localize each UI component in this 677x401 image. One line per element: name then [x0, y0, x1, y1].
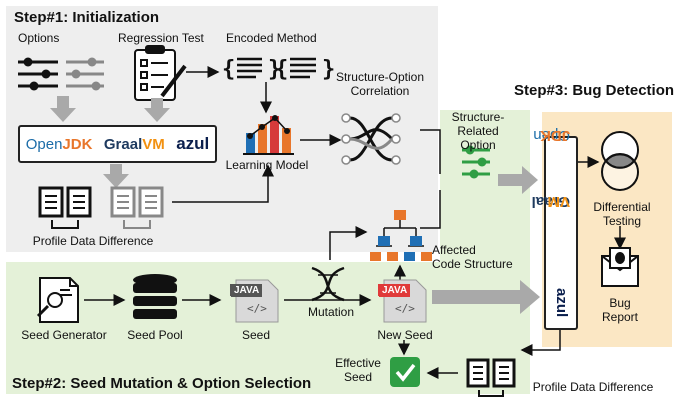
- options-label: Options: [18, 31, 60, 45]
- new-seed-java-badge: JAVA: [379, 284, 411, 297]
- step1-title: Step#1: Initialization: [14, 9, 160, 26]
- gray-arrow-options: [50, 96, 76, 122]
- effective-seed-check-icon: [390, 357, 420, 387]
- svg-text:{: {: [275, 57, 288, 82]
- regression-test-clipboard-icon: [134, 45, 187, 101]
- profile-data-diff-icon-top-gray: [110, 186, 164, 229]
- graalvm-logo: GraalVM: [103, 135, 165, 153]
- mutation-label: Mutation: [307, 305, 355, 319]
- correlation-nodes: [341, 113, 401, 165]
- regression-test-label: Regression Test: [118, 31, 204, 45]
- profile-data-difference-top-label: Profile Data Difference: [32, 234, 154, 248]
- differential-testing-label: Differential Testing: [593, 200, 651, 228]
- profile-data-diff-icon-top: [38, 186, 92, 229]
- seed-generator-icon: [36, 277, 79, 323]
- seed-pool-label: Seed Pool: [127, 328, 183, 342]
- seed-generator-label: Seed Generator: [21, 328, 107, 342]
- seed-java-badge: JAVA: [231, 284, 263, 297]
- learning-model-label: Learning Model: [225, 158, 309, 172]
- differential-testing-icon: [601, 131, 639, 191]
- jvm-logos-box: OpenJDK GraalVM azul: [18, 125, 217, 163]
- openjdk-logo: OpenJDK: [25, 135, 93, 153]
- gray-arrow-to-bug-detection-top: [498, 166, 538, 194]
- learning-model-icon: [243, 115, 294, 155]
- seed-pool-database-icon: [133, 274, 177, 319]
- new-seed-code-glyph: </>: [395, 302, 415, 315]
- profile-data-difference-bottom-label: Profile Data Difference: [532, 380, 654, 394]
- encoded-method-label: Encoded Method: [226, 31, 317, 45]
- effective-seed-label: Effective Seed: [335, 356, 381, 384]
- profile-data-diff-icon-bottom: [466, 358, 516, 397]
- affected-code-structure-icon: [370, 210, 432, 261]
- azul-logo-vertical: azul: [553, 288, 570, 318]
- new-seed-label: New Seed: [377, 328, 433, 342]
- options-sliders-icon: [18, 57, 104, 91]
- bug-report-icon: [601, 247, 639, 287]
- structure-option-correlation-label: Structure-Option Correlation: [335, 70, 425, 98]
- seed-code-glyph: </>: [247, 302, 267, 315]
- svg-text:}: }: [268, 57, 281, 82]
- gray-arrow-to-bug-detection-bottom: [432, 280, 540, 314]
- seed-label: Seed: [241, 328, 271, 342]
- structure-option-correlation-icon: [349, 116, 394, 162]
- step3-title: Step#3: Bug Detection: [514, 82, 675, 99]
- structure-related-option-label: Structure- Related Option: [451, 110, 505, 152]
- dna-mutation-icon: [311, 266, 345, 302]
- step2-title: Step#2: Seed Mutation & Option Selection: [12, 375, 312, 392]
- seed-mutation-panel-extension: [440, 110, 530, 270]
- encoded-method-icon: { } { }: [222, 57, 335, 82]
- gray-arrow-jvm: [103, 164, 129, 188]
- encoded-method-lines: [237, 57, 316, 79]
- affected-code-structure-label: Affected Code Structure: [432, 243, 513, 271]
- azul-logo: azul: [176, 134, 210, 153]
- gray-arrow-regression: [144, 98, 170, 122]
- svg-text:{: {: [222, 57, 235, 82]
- svg-text:}: }: [322, 57, 335, 82]
- bug-report-label: Bug Report: [601, 296, 639, 324]
